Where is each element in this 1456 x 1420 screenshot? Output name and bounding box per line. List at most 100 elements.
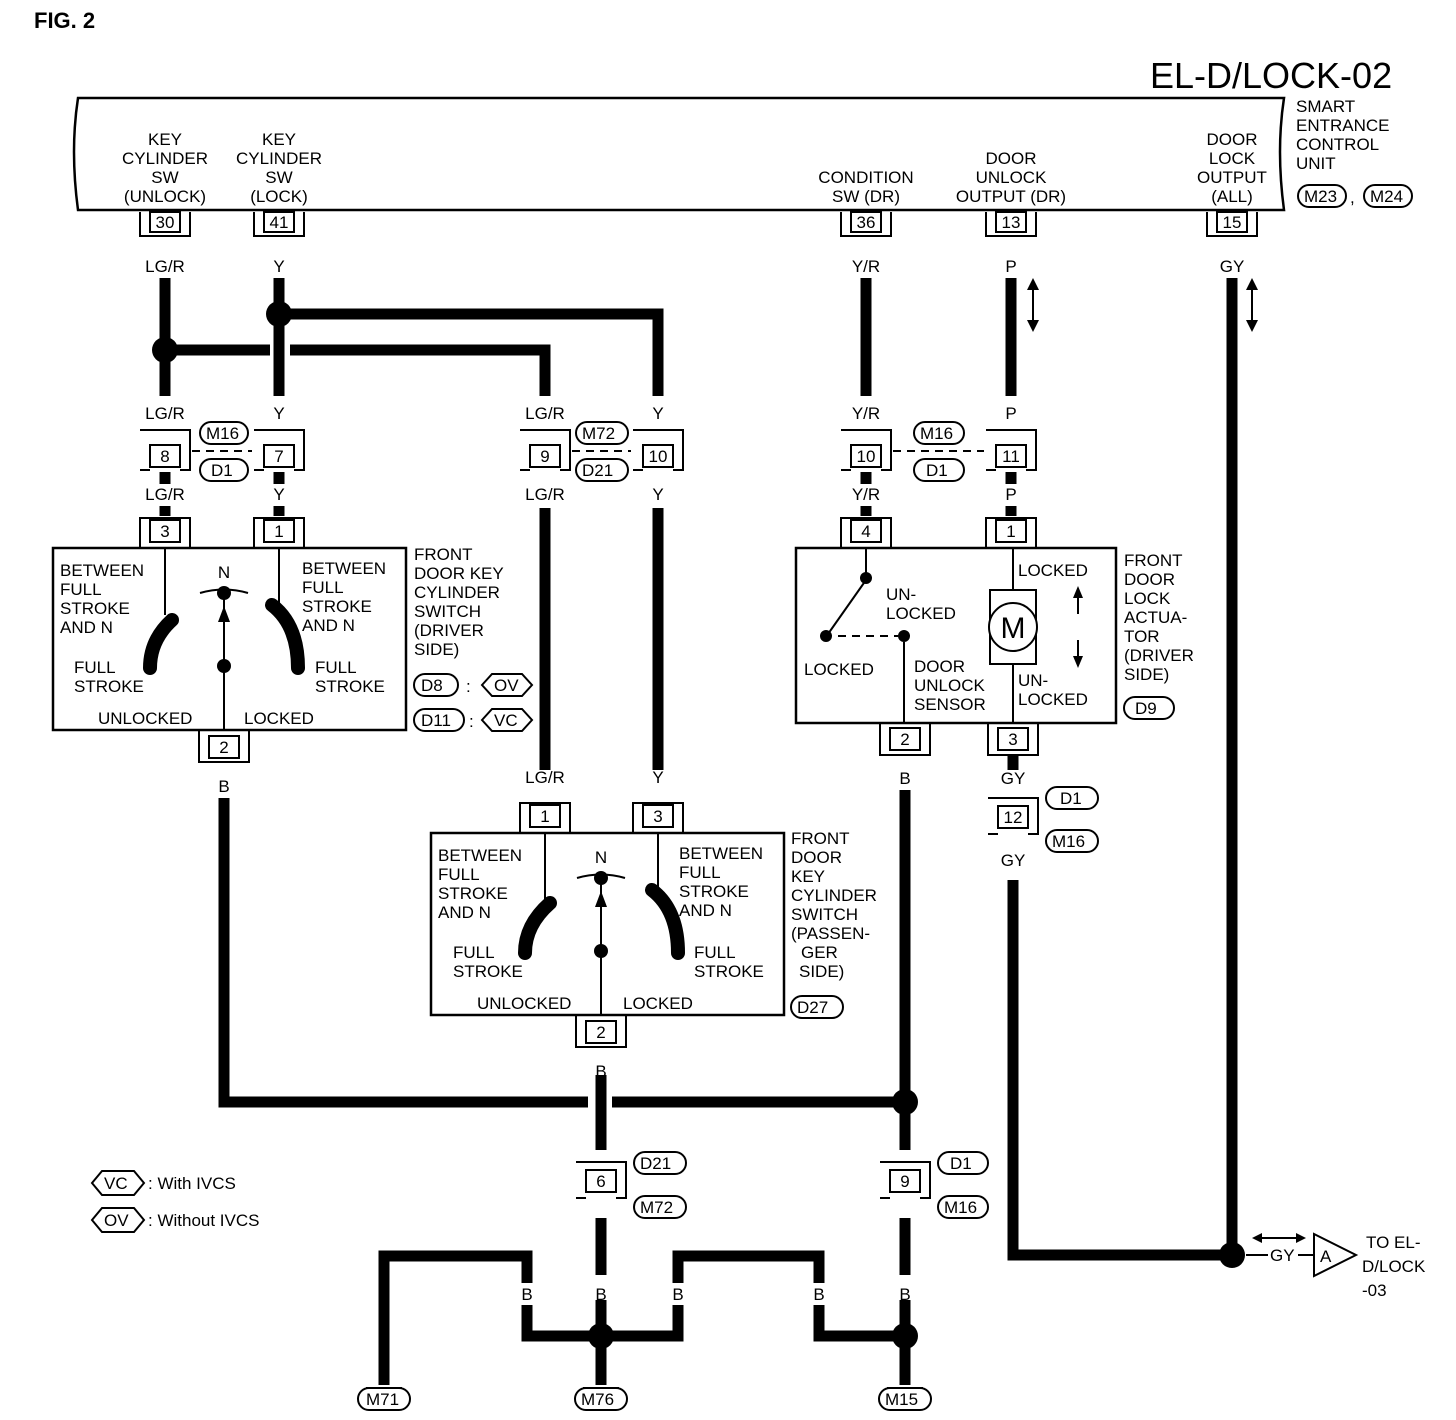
svg-text:GY: GY [1001,851,1026,870]
svg-text:Y: Y [273,404,284,423]
svg-text::: : [469,712,474,731]
wiring [159,278,1238,1385]
svg-text:UNLOCK: UNLOCK [976,168,1048,187]
svg-text:P: P [1005,404,1016,423]
junction-m16-d1-a: LG/R Y 8 7 M16 D1 LG/R Y [140,404,305,504]
svg-text:2: 2 [900,730,909,749]
svg-text:30: 30 [156,213,175,232]
svg-text:KEY: KEY [262,130,296,149]
svg-text:Y/R: Y/R [852,485,880,504]
junction-m72-d21: LG/R Y 9 10 M72 D21 LG/R Y [520,404,684,504]
svg-text:P: P [1005,485,1016,504]
svg-text:B: B [899,1217,910,1236]
svg-text:DOOR KEY: DOOR KEY [414,564,504,583]
svg-text:GY: GY [1270,1246,1295,1265]
svg-text:M23: M23 [1304,187,1337,206]
figure-label: FIG. 2 [34,8,95,33]
svg-text:1: 1 [1006,522,1015,541]
svg-text:(DRIVER: (DRIVER [414,621,484,640]
svg-text:Y/R: Y/R [852,404,880,423]
svg-text:7: 7 [274,447,283,466]
terminal-41-label: KEY CYLINDER SW (LOCK) [236,130,322,206]
svg-text:B: B [378,1285,389,1304]
svg-text:SWITCH: SWITCH [791,905,858,924]
svg-text:D1: D1 [950,1154,972,1173]
svg-text:M76: M76 [581,1390,614,1409]
svg-text:SENSOR: SENSOR [914,695,986,714]
svg-text:A: A [1320,1247,1332,1266]
svg-text:FULL: FULL [679,863,721,882]
svg-text:STROKE: STROKE [74,677,144,696]
page-code: EL-D/LOCK-02 [1150,55,1392,96]
svg-text:VC: VC [104,1174,128,1193]
ground-m15: M15 [878,1387,932,1411]
cu-pins: 30 LG/R 41 Y 36 Y/R 13 P 15 GY [139,211,1258,276]
svg-text:12: 12 [1004,808,1023,827]
junction-d1-m16-c: 12 D1 M16 GY [988,786,1099,870]
svg-text:UNIT: UNIT [1296,154,1336,173]
svg-text:LOCKED: LOCKED [804,660,874,679]
svg-text:CONTROL: CONTROL [1296,135,1379,154]
door-lock-actuator: 4 1 UN- LOCKED LOCKED DOOR UNLOCK SENSOR… [794,517,1194,788]
svg-text:LOCK: LOCK [1209,149,1256,168]
svg-text:BETWEEN: BETWEEN [438,846,522,865]
svg-text:M72: M72 [582,424,615,443]
svg-text:15: 15 [1223,213,1242,232]
svg-text:KEY: KEY [791,867,825,886]
svg-text:10: 10 [649,447,668,466]
svg-text:B: B [899,1135,910,1154]
svg-text:B: B [899,1135,910,1154]
svg-text:2: 2 [596,1023,605,1042]
svg-text:B: B [813,1285,824,1304]
svg-text:LOCKED: LOCKED [623,994,693,1013]
svg-text:SIDE): SIDE) [414,640,459,659]
svg-text:41: 41 [270,213,289,232]
svg-text:TO EL-: TO EL- [1366,1233,1420,1252]
svg-text:B: B [218,777,229,796]
svg-text:BETWEEN: BETWEEN [302,559,386,578]
svg-text:FRONT: FRONT [414,545,473,564]
svg-text:8: 8 [160,447,169,466]
svg-text:1: 1 [274,522,283,541]
svg-text:(LOCK): (LOCK) [250,187,308,206]
svg-text:FULL: FULL [453,943,495,962]
svg-text:D1: D1 [926,461,948,480]
terminal-15-label: DOOR LOCK OUTPUT (ALL) [1197,130,1267,206]
svg-text:B: B [595,1285,606,1304]
svg-text:BETWEEN: BETWEEN [679,844,763,863]
svg-text:D27: D27 [797,998,828,1017]
legend: VC : With IVCS OV : Without IVCS [90,1170,259,1233]
svg-text:Y: Y [273,257,284,276]
svg-text:D1: D1 [1060,789,1082,808]
svg-text:TOR: TOR [1124,627,1160,646]
control-unit-name: SMART ENTRANCE CONTROL UNIT [1296,97,1390,173]
svg-text:DOOR: DOOR [914,657,965,676]
svg-text:B: B [595,1135,606,1154]
svg-text:LOCKED: LOCKED [886,604,956,623]
svg-text:LG/R: LG/R [145,485,185,504]
svg-text:M16: M16 [944,1198,977,1217]
svg-text:FULL: FULL [694,943,736,962]
svg-text:KEY: KEY [148,130,182,149]
svg-text:DOOR: DOOR [1207,130,1258,149]
svg-text:OUTPUT: OUTPUT [1197,168,1267,187]
svg-text:FULL: FULL [60,580,102,599]
svg-text::: : [466,677,471,696]
svg-text:Y: Y [652,404,663,423]
svg-text:(UNLOCK): (UNLOCK) [124,187,206,206]
svg-text:SMART: SMART [1296,97,1355,116]
svg-text:CYLINDER: CYLINDER [791,886,877,905]
svg-text:FRONT: FRONT [791,829,850,848]
svg-text:3: 3 [160,522,169,541]
svg-text:FULL: FULL [302,578,344,597]
svg-text:CYLINDER: CYLINDER [122,149,208,168]
control-unit-box [72,96,1286,212]
svg-text:CYLINDER: CYLINDER [236,149,322,168]
svg-text:SWITCH: SWITCH [414,602,481,621]
svg-text:SIDE): SIDE) [799,962,844,981]
svg-text:M72: M72 [640,1198,673,1217]
svg-text:ENTRANCE: ENTRANCE [1296,116,1390,135]
svg-text:10: 10 [857,447,876,466]
svg-text:B: B [595,1217,606,1236]
svg-text:CYLINDER: CYLINDER [414,583,500,602]
